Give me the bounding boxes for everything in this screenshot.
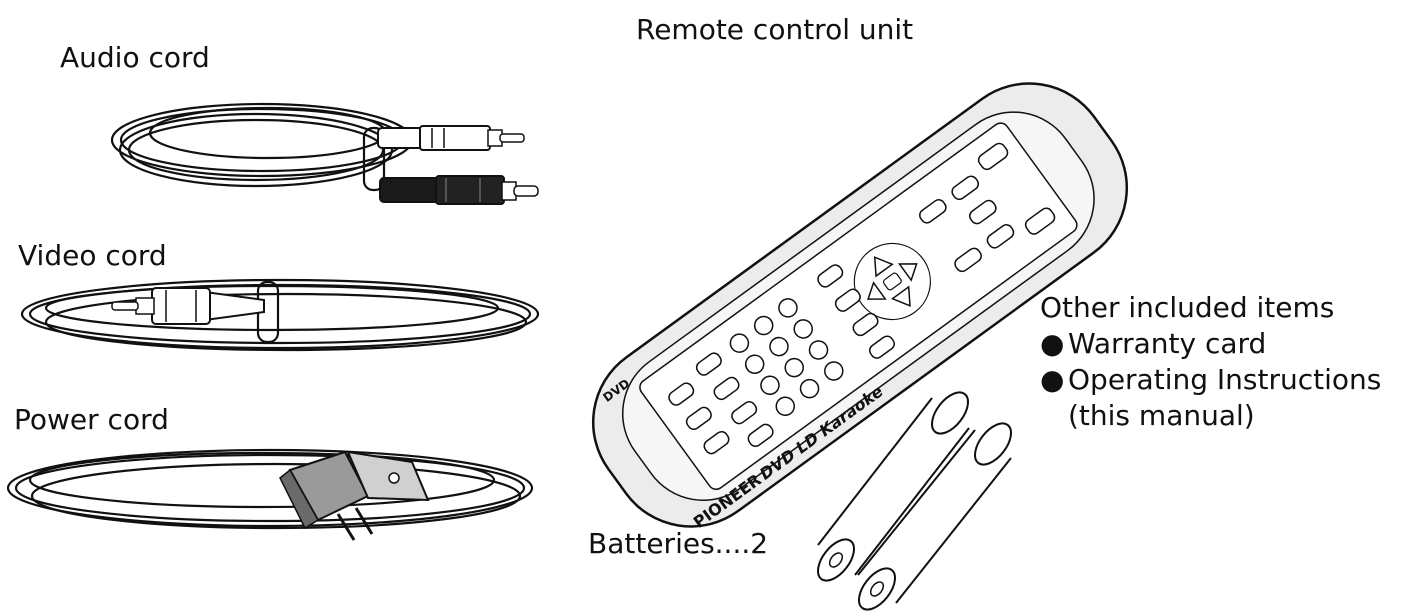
video-cord-illustration xyxy=(22,280,538,350)
power-cord-illustration xyxy=(8,450,532,540)
remote-control-label: Remote control unit xyxy=(636,13,914,46)
operating-instructions-item: ● Operating Instructions xyxy=(1040,362,1381,398)
audio-cord-illustration xyxy=(112,104,538,204)
audio-cord-label: Audio cord xyxy=(60,41,210,74)
power-cord-coil xyxy=(8,450,532,528)
video-cord-coil xyxy=(22,280,538,350)
video-plug xyxy=(112,288,264,324)
warranty-card-item: ● Warranty card xyxy=(1040,326,1381,362)
other-items-title: Other included items xyxy=(1040,291,1335,324)
audio-cord-coil xyxy=(112,104,412,186)
batteries-illustration xyxy=(811,386,1018,615)
operating-instructions-note: (this manual) xyxy=(1068,399,1255,432)
warranty-card-text: Warranty card xyxy=(1068,327,1267,360)
battery-2 xyxy=(852,417,1018,615)
bullet-icon: ● xyxy=(1040,327,1065,360)
bullet-icon: ● xyxy=(1040,363,1065,396)
power-cord-label: Power cord xyxy=(14,403,169,436)
power-plug xyxy=(280,452,428,540)
audio-plug-black xyxy=(380,176,538,204)
other-items-list: Other included items ● Warranty card ● O… xyxy=(1040,290,1381,434)
battery-1 xyxy=(811,386,975,587)
batteries-label: Batteries....2 xyxy=(588,527,769,560)
operating-instructions-text: Operating Instructions xyxy=(1068,363,1382,396)
audio-plug-white xyxy=(378,126,524,150)
remote-buttons xyxy=(661,141,1062,472)
remote-control-illustration: PIONEER DVD LD Karaoke DVD xyxy=(561,52,1158,532)
video-cord-label: Video cord xyxy=(18,239,167,272)
